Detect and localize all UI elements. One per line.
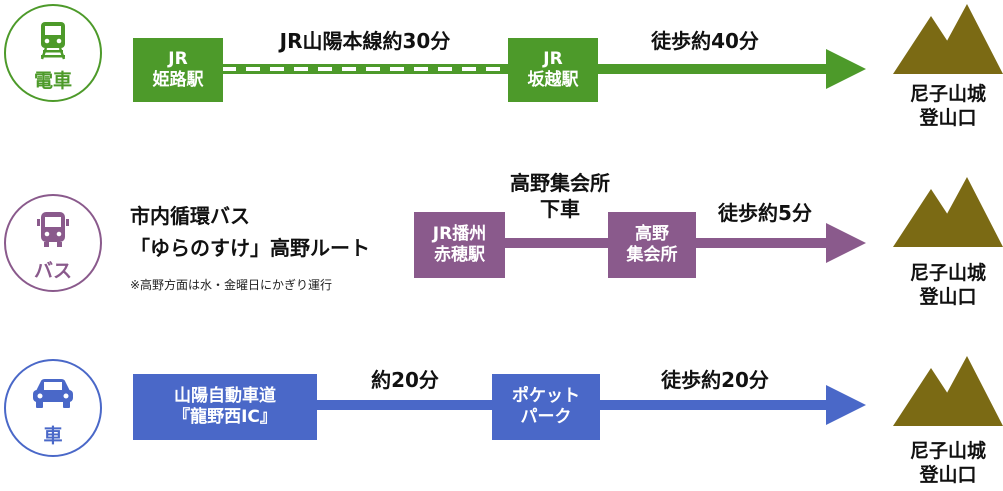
car-segment1-line [316,400,494,410]
train-mode-badge: 電車 [4,4,102,102]
train-start-line2: 姫路駅 [152,70,204,90]
bus-segment1-line [504,238,614,248]
train-start-line1: JR [168,48,188,69]
car-mode-badge: 車 [4,359,102,457]
train-mountain-icon [893,4,1003,74]
car-segment2-label: 徒歩約20分 [661,368,769,392]
bus-route-title-line2: 「ゆらのすけ」高野ルート [130,236,370,260]
bus-segment2-line [696,238,828,248]
train-destination-line2: 登山口 [919,106,977,129]
train-destination-label: 尼子山城 登山口 [893,83,1003,131]
train-start-box: JR 姫路駅 [133,38,223,102]
train-segment2-line [596,64,828,74]
car-start-line1: 山陽自動車道 [174,385,276,406]
bus-start-line2: 赤穂駅 [434,245,485,265]
car-icon [33,379,73,408]
bus-start-box: JR播州 赤穂駅 [414,212,505,278]
bus-mountain-icon [893,177,1003,247]
bus-destination-label: 尼子山城 登山口 [893,262,1003,310]
bus-start-line1: JR播州 [432,223,487,244]
car-segment1-label: 約20分 [371,368,439,392]
car-start-box: 山陽自動車道 『龍野西IC』 [133,374,317,440]
train-mid-line2: 坂越駅 [527,70,579,90]
car-arrowhead [826,385,866,425]
bus-route-title: 市内循環バス 「ゆらのすけ」高野ルート [130,200,370,264]
bus-icon [37,212,69,247]
train-segment1-label: JR山陽本線約30分 [279,29,451,53]
car-destination-label: 尼子山城 登山口 [893,440,1003,488]
bus-route-title-line1: 市内循環バス [130,204,250,228]
bus-mid-line1: 高野 [635,223,669,244]
bus-route-note: ※高野方面は水・金曜日にかぎり運行 [130,278,333,292]
bus-segment1-line2: 下車 [540,197,580,221]
train-arrowhead [826,49,866,89]
bus-destination-line2: 登山口 [919,285,977,308]
bus-destination-line1: 尼子山城 [909,262,986,284]
train-icon [40,22,66,60]
train-mid-line1: JR [543,48,563,69]
car-destination-line2: 登山口 [919,463,977,486]
bus-mid-line2: 集会所 [626,245,678,265]
car-start-line2: 『龍野西IC』 [173,407,277,427]
bus-mode-label: バス [33,260,72,282]
bus-segment1-line1: 高野集会所 [510,171,610,195]
bus-arrowhead [826,223,866,263]
train-segment2-label: 徒歩約40分 [651,29,759,53]
train-destination-line1: 尼子山城 [909,83,986,105]
car-mid-box: ポケット パーク [492,374,600,440]
car-mid-line1: ポケット [512,385,580,406]
car-destination-line1: 尼子山城 [909,440,986,462]
train-mid-box: JR 坂越駅 [508,38,598,102]
train-segment1-line [222,64,510,74]
bus-segment2-label: 徒歩約5分 [718,201,812,225]
car-mid-line2: パーク [520,407,572,427]
car-mode-label: 車 [43,425,63,447]
bus-mid-box: 高野 集会所 [608,212,696,278]
car-segment2-line [598,400,828,410]
bus-segment1-label: 高野集会所 下車 [480,170,640,222]
bus-mode-badge: バス [4,194,102,292]
train-mode-label: 電車 [33,70,72,92]
car-mountain-icon [893,356,1003,426]
